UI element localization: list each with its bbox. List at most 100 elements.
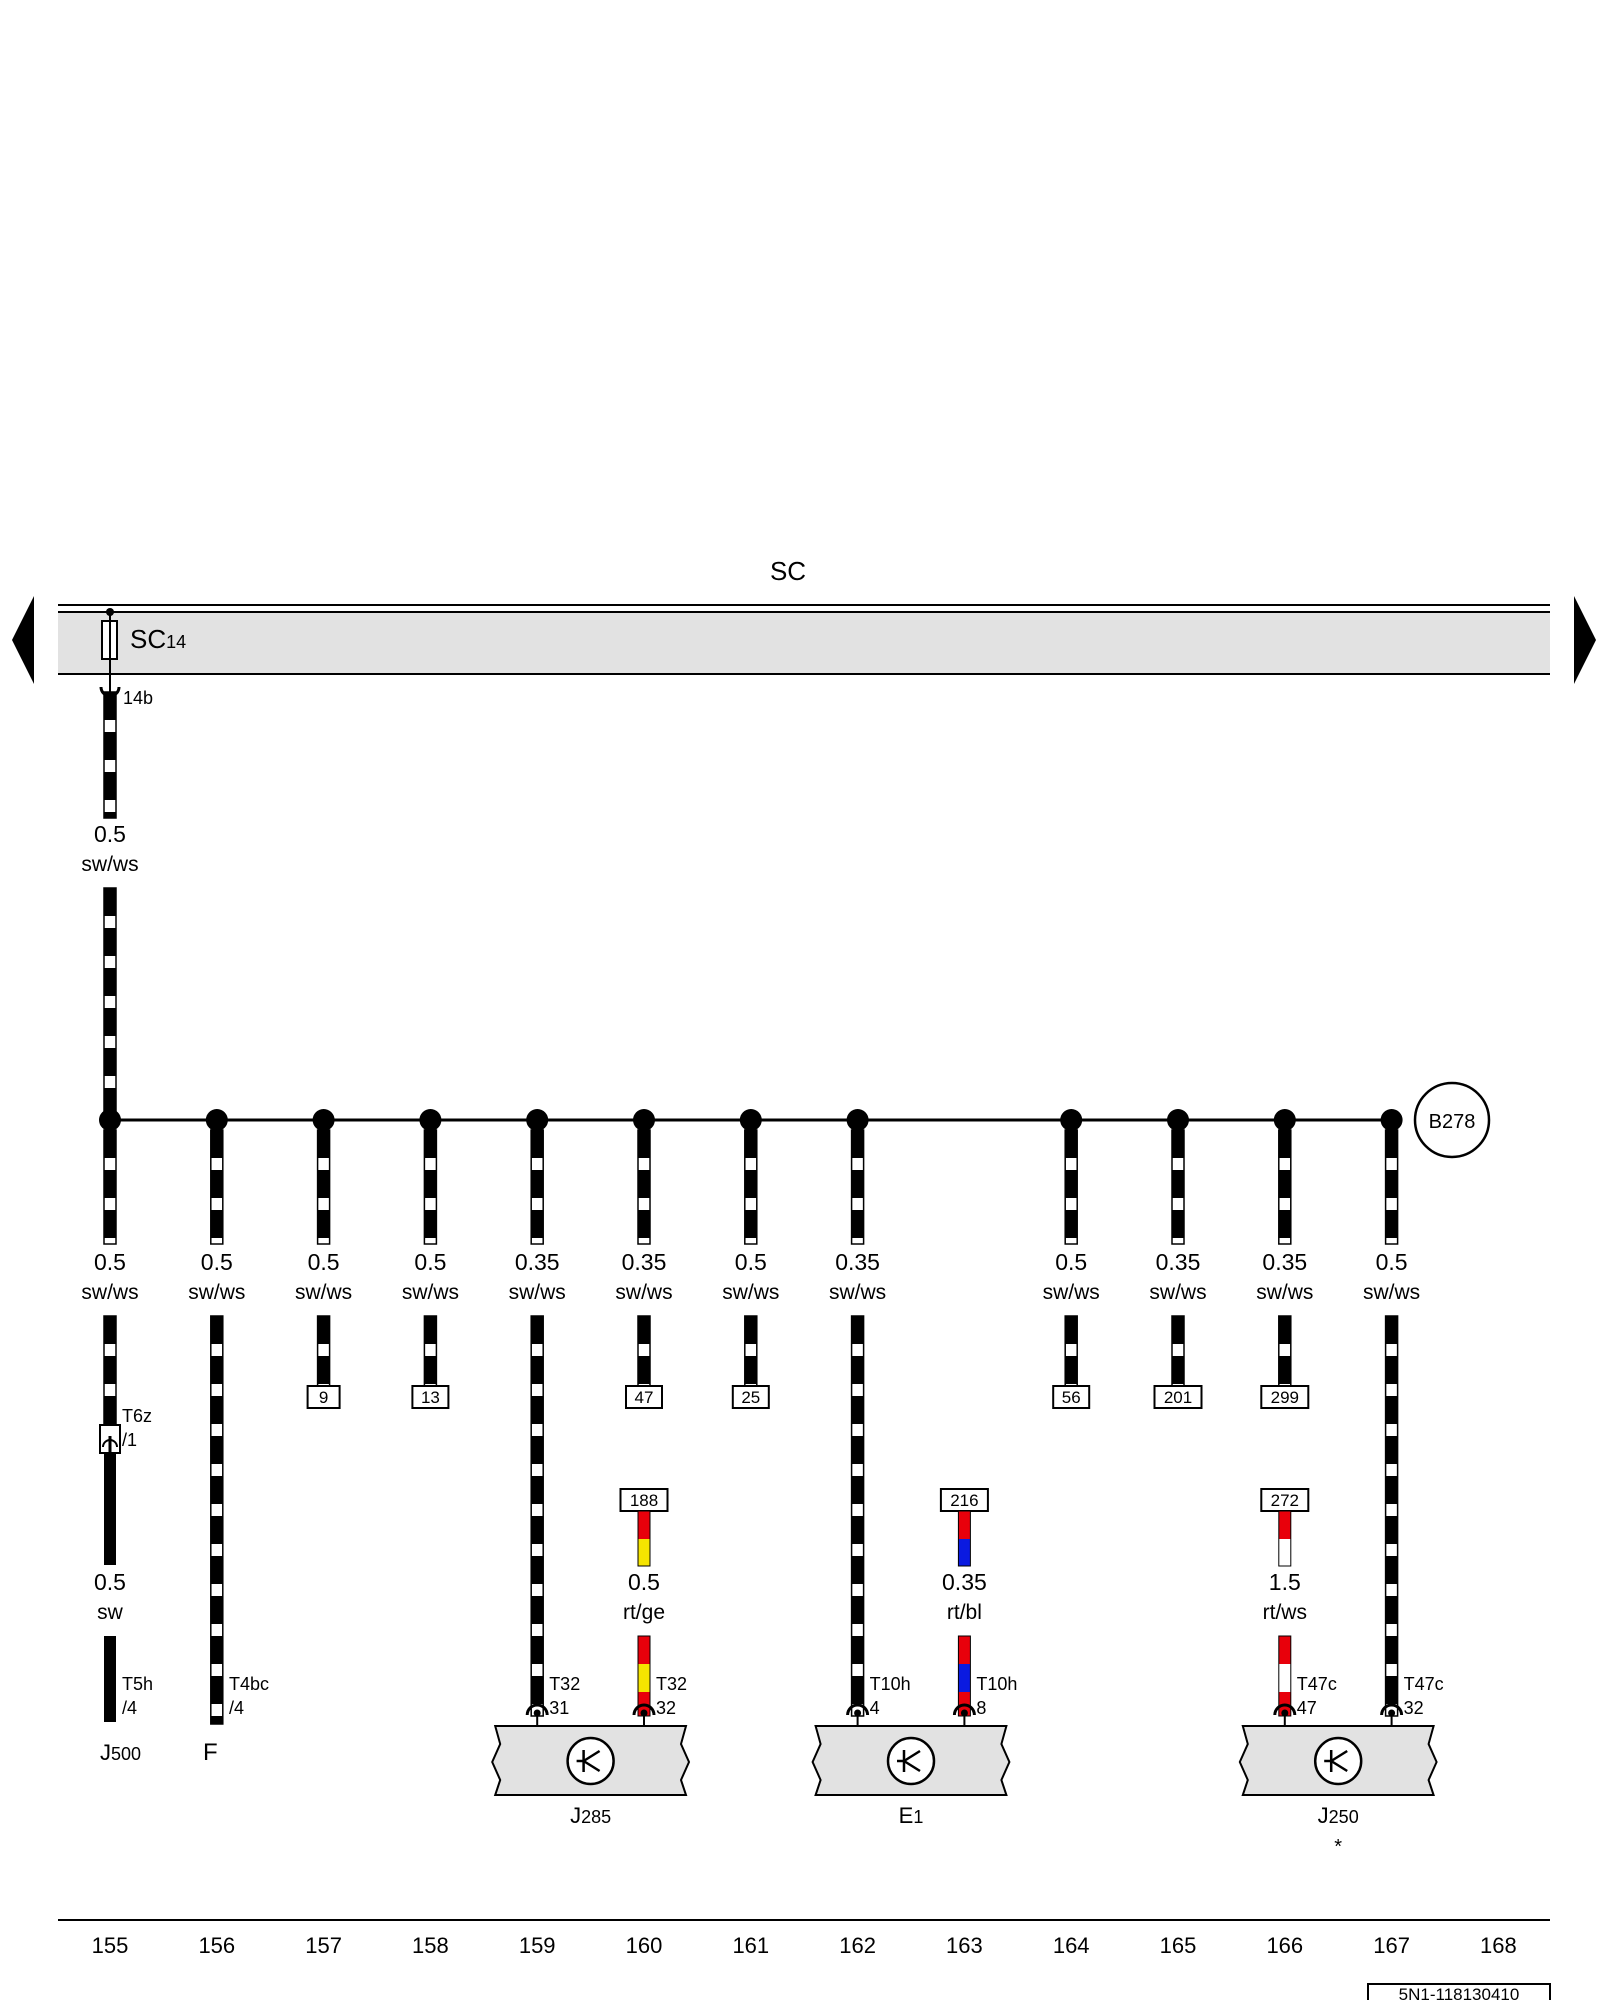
wire-216-size: 0.35 xyxy=(942,1569,987,1595)
svg-text:5N1-118130410: 5N1-118130410 xyxy=(1399,1985,1520,2000)
ref-label: 272 xyxy=(1271,1491,1299,1510)
junction-dot xyxy=(526,1109,549,1131)
wire-161-branch xyxy=(744,1129,758,1245)
connector-t6z-pin: /1 xyxy=(122,1430,137,1450)
wire-216-color: rt/bl xyxy=(947,1601,982,1624)
connector-t4bc-label: T4bc xyxy=(229,1674,269,1694)
wire-188-size: 0.5 xyxy=(628,1569,660,1595)
pin-connector-label: T32 xyxy=(549,1674,580,1694)
ref-box-216[interactable]: 216 xyxy=(939,1488,989,1512)
wire-161-size: 0.5 xyxy=(735,1249,767,1275)
junction-dot xyxy=(1060,1109,1083,1131)
wire-272-upper xyxy=(1278,1510,1292,1567)
ref-box-56[interactable]: 56 xyxy=(1052,1385,1091,1409)
wire-162-color: sw/ws xyxy=(829,1281,886,1304)
wire-167-branch xyxy=(1384,1129,1399,1245)
ground-point-b278[interactable]: B278 xyxy=(1413,1081,1491,1159)
fuse-sc14[interactable]: SC14 xyxy=(101,608,186,692)
ref-label: 13 xyxy=(421,1388,440,1407)
top-wire-color: sw/ws xyxy=(81,853,138,876)
connector-t5h-pin: /4 xyxy=(122,1698,137,1718)
ref-label: 56 xyxy=(1062,1388,1081,1407)
component-e1[interactable]: E1 xyxy=(811,1725,1011,1828)
column-number: 157 xyxy=(305,1933,342,1958)
wire-188-upper xyxy=(637,1510,651,1567)
pin-t47c-32-icon xyxy=(1380,1703,1404,1717)
wire-160-branch xyxy=(637,1129,651,1245)
component-f-label: F xyxy=(203,1739,218,1766)
column-number: 162 xyxy=(839,1933,876,1958)
wire-156-size: 0.5 xyxy=(201,1249,233,1275)
wire-158-size: 0.5 xyxy=(414,1249,446,1275)
component-j500-label: J500 xyxy=(100,1740,141,1765)
ref-box-13[interactable]: 13 xyxy=(411,1385,450,1409)
bus-label: SC xyxy=(770,556,806,586)
column-number: 164 xyxy=(1053,1933,1090,1958)
pin-t32-31-icon xyxy=(525,1703,549,1717)
wire-156-branch xyxy=(210,1129,224,1245)
wire-155-branch xyxy=(103,1129,117,1245)
junction-dot xyxy=(205,1109,228,1131)
ref-box-201[interactable]: 201 xyxy=(1153,1385,1203,1409)
ref-box-299[interactable]: 299 xyxy=(1260,1385,1310,1409)
ref-label: 25 xyxy=(741,1388,760,1407)
wire-165-stub xyxy=(1171,1315,1185,1387)
wire-156-color: sw/ws xyxy=(188,1281,245,1304)
ref-label: 216 xyxy=(950,1491,978,1510)
wire-272-size: 1.5 xyxy=(1269,1569,1301,1595)
junction-dot xyxy=(419,1109,442,1131)
ref-box-25[interactable]: 25 xyxy=(731,1385,770,1409)
connector-t6z-icon xyxy=(99,1424,121,1454)
wire-157-stub xyxy=(316,1315,331,1387)
component-j250[interactable]: J250 * xyxy=(1238,1725,1438,1858)
component-label: J250 xyxy=(1318,1803,1359,1828)
wire-159-size: 0.35 xyxy=(515,1249,560,1275)
wire-162-branch xyxy=(850,1129,865,1245)
component-label: E1 xyxy=(899,1803,924,1828)
wire-272-color: rt/ws xyxy=(1263,1601,1307,1624)
wire-167-size: 0.5 xyxy=(1376,1249,1408,1275)
wire-164-branch xyxy=(1064,1129,1078,1245)
wire-161-color: sw/ws xyxy=(722,1281,779,1304)
component-note: * xyxy=(1334,1836,1342,1858)
pin-number-label: 31 xyxy=(549,1698,569,1718)
wire-158-branch xyxy=(423,1129,438,1245)
wire-157-branch xyxy=(316,1129,331,1245)
wire-155-lower-a xyxy=(103,1315,117,1426)
junction-dot xyxy=(99,1109,121,1131)
wire-157-color: sw/ws xyxy=(295,1281,352,1304)
ref-box-9[interactable]: 9 xyxy=(306,1385,341,1409)
column-number: 166 xyxy=(1266,1933,1303,1958)
ref-label: 47 xyxy=(635,1388,654,1407)
component-j285[interactable]: J285 xyxy=(491,1725,691,1828)
pin-connector-label: T32 xyxy=(656,1674,687,1694)
pin-t10h-4-icon xyxy=(846,1703,870,1717)
wire-167-color: sw/ws xyxy=(1363,1281,1420,1304)
ref-box-272[interactable]: 272 xyxy=(1260,1488,1310,1512)
continue-right-arrow-icon[interactable] xyxy=(1574,596,1596,684)
transistor-icon xyxy=(566,1736,615,1786)
wire-155-color: sw/ws xyxy=(81,1281,138,1304)
connector-t4bc-pin: /4 xyxy=(229,1698,244,1718)
wire-164-size: 0.5 xyxy=(1055,1249,1087,1275)
ref-box-188[interactable]: 188 xyxy=(619,1488,669,1512)
junction-dot xyxy=(1167,1109,1189,1131)
fuse-pin-label: 14b xyxy=(123,688,153,708)
wire-157-size: 0.5 xyxy=(308,1249,340,1275)
wire-216-upper xyxy=(957,1510,971,1567)
wire-156-lower xyxy=(210,1315,224,1725)
pin-connector-label: T47c xyxy=(1297,1674,1337,1694)
ref-box-47[interactable]: 47 xyxy=(625,1385,663,1409)
top-wire-size: 0.5 xyxy=(94,821,126,847)
components: J285T3231T3232E1T10h4T10h8J250*T47c47T47… xyxy=(491,1674,1444,1858)
column-number: 163 xyxy=(946,1933,983,1958)
column-number: 165 xyxy=(1160,1933,1197,1958)
wire-162-lower xyxy=(850,1315,865,1717)
junction-dot xyxy=(1380,1109,1403,1131)
continue-left-arrow-icon[interactable] xyxy=(12,596,34,684)
column-number: 155 xyxy=(92,1933,129,1958)
ref-label: 188 xyxy=(630,1491,658,1510)
wire-159-color: sw/ws xyxy=(509,1281,566,1304)
